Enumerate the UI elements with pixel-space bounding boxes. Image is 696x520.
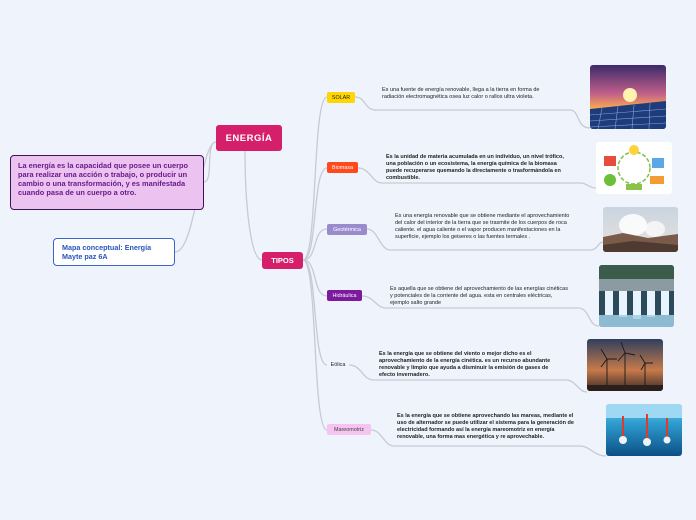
hidraulica-description: Es aquella que se obtiene del aprovecham…	[390, 286, 568, 306]
geotermica-image	[603, 207, 678, 252]
tipos-label: TIPOS	[271, 256, 294, 265]
tipos-node[interactable]: TIPOS	[262, 252, 303, 269]
definition-text: La energía es la capacidad que posee un …	[18, 161, 189, 197]
map-title-box[interactable]: Mapa conceptual: Energía Mayte paz 6A	[53, 238, 175, 266]
type-geotermica[interactable]: Geotérmica	[327, 224, 367, 235]
mareomotriz-image	[606, 404, 682, 456]
type-hidraulica-label: Hidráulica	[332, 292, 357, 299]
central-topic[interactable]: ENERGÍA	[216, 125, 282, 151]
biomasa-cycle-image	[596, 142, 672, 194]
hidraulica-dam-image	[599, 265, 674, 327]
geotermica-description: Es una energía renovable que se obtiene …	[395, 213, 570, 240]
eolica-turbines-image	[587, 339, 663, 391]
type-solar[interactable]: SOLAR	[327, 92, 355, 103]
type-hidraulica[interactable]: Hidráulica	[327, 290, 362, 301]
type-solar-label: SOLAR	[331, 94, 351, 101]
central-topic-label: ENERGÍA	[225, 132, 273, 144]
type-eolica[interactable]: Eólica	[327, 359, 349, 370]
definition-box[interactable]: La energía es la capacidad que posee un …	[10, 155, 204, 210]
type-biomasa[interactable]: Biomasa	[327, 162, 358, 173]
biomasa-description: Es la unidad de materia acumulada en un …	[386, 154, 564, 181]
solar-panels-image	[590, 65, 666, 129]
type-biomasa-label: Biomasa	[332, 164, 353, 171]
type-geotermica-label: Geotérmica	[333, 226, 361, 233]
solar-description: Es una fuente de energía renovable, lleg…	[382, 87, 540, 100]
type-eolica-label: Eólica	[330, 361, 346, 368]
type-mareomotriz[interactable]: Mareomotriz	[327, 424, 371, 435]
eolica-description: Es la energía que se obtiene del viento …	[379, 351, 551, 378]
mareomotriz-description: Es la energía que se obtiene aprovechand…	[397, 413, 574, 440]
map-title-text: Mapa conceptual: Energía Mayte paz 6A	[62, 243, 152, 261]
type-mareomotriz-label: Mareomotriz	[334, 426, 364, 433]
